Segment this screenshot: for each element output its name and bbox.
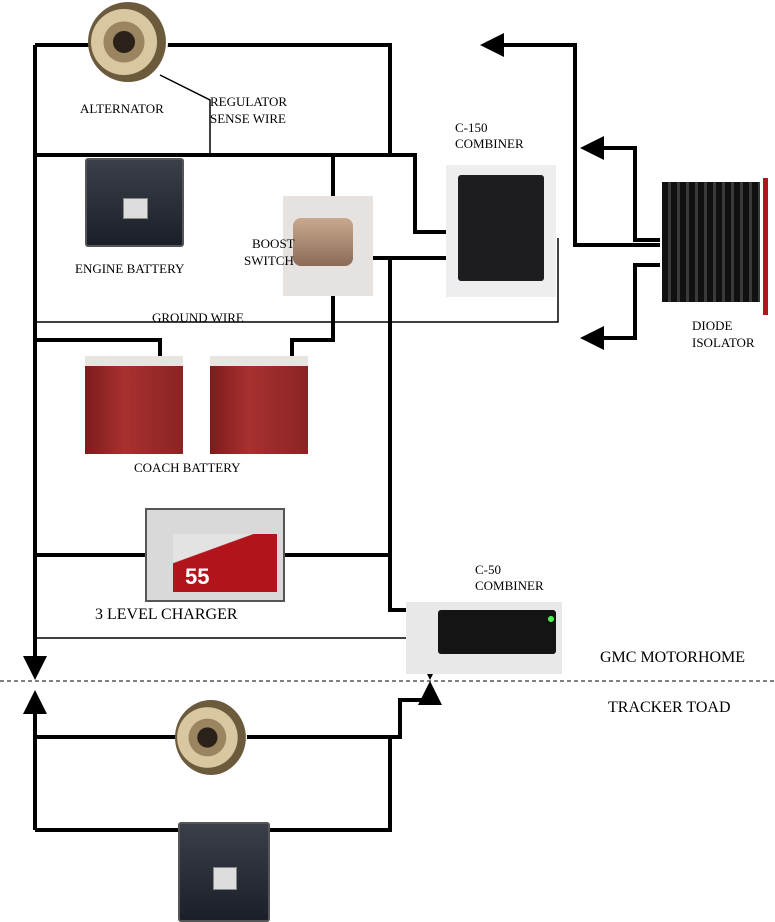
wire-isolator-mid <box>580 136 660 242</box>
regulator-label-1: REGULATOR <box>210 94 288 109</box>
coach-battery-2-image <box>210 356 308 454</box>
diode-label-2: ISOLATOR <box>692 335 755 350</box>
c150-combiner-image <box>446 165 556 297</box>
regulator-label-2: SENSE WIRE <box>210 111 286 126</box>
wire-isolator-bot <box>580 263 660 350</box>
wire-coach-bus <box>35 338 162 356</box>
ground-wire <box>35 238 559 323</box>
c50-label-1: C-50 <box>475 562 501 577</box>
engine-battery-image <box>85 158 184 247</box>
coach-battery-label: COACH BATTERY <box>134 460 241 475</box>
wire-isolator-top <box>480 33 660 247</box>
charger-label: 3 LEVEL CHARGER <box>95 606 238 623</box>
diode-isolator-image <box>662 182 760 302</box>
wire-alt-top <box>160 43 392 155</box>
alternator-label: ALTERNATOR <box>80 101 164 116</box>
led-icon <box>548 616 554 622</box>
toad-alternator-image <box>175 700 247 775</box>
diode-label-1: DIODE <box>692 318 733 333</box>
wire-boost-top <box>290 155 335 356</box>
alternator-image <box>88 2 168 82</box>
c50-label-2: COMBINER <box>475 578 544 593</box>
c150-label-1: C-150 <box>455 120 488 135</box>
c150-label-2: COMBINER <box>455 136 524 151</box>
wire-engine-bus <box>35 153 448 234</box>
coach-battery-1-image <box>85 356 183 454</box>
wire-toad-bottom <box>35 737 392 832</box>
tracker-toad-label: TRACKER TOAD <box>608 699 731 716</box>
charger-face-text: 55 <box>185 564 210 589</box>
gmc-motorhome-label: GMC MOTORHOME <box>600 649 746 666</box>
boost-label-2: SWITCH <box>244 253 294 268</box>
boost-label-1: BOOST <box>252 236 295 251</box>
isolator-bar <box>763 178 768 315</box>
boost-switch-image <box>283 196 373 296</box>
ground-wire-label: GROUND WIRE <box>152 310 244 325</box>
c50-combiner-image <box>406 602 562 674</box>
wire-toad-top <box>35 693 430 739</box>
charger-image: 55 <box>145 508 285 602</box>
regulator-sense-wire <box>159 74 211 155</box>
toad-battery-image <box>178 822 270 922</box>
engine-battery-label: ENGINE BATTERY <box>75 261 185 276</box>
